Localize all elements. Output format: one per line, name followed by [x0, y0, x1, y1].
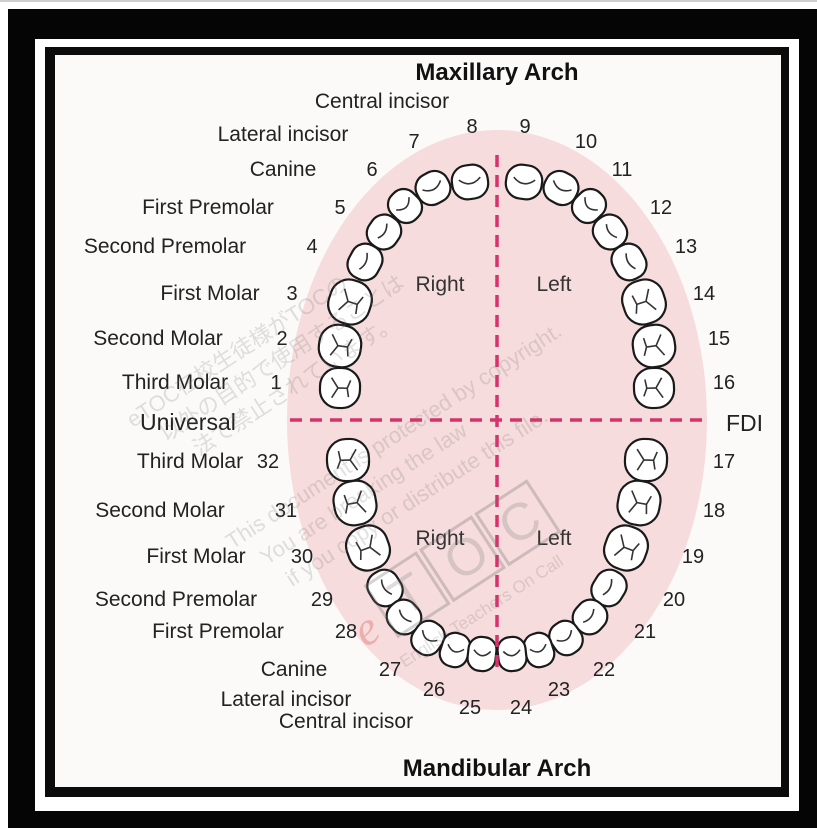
lower-tooth-label: First Premolar [152, 620, 284, 643]
lower-left-tooth-number: 22 [593, 659, 615, 681]
upper-left-label: Left [536, 273, 571, 296]
upper-left-tooth-number: 14 [693, 283, 715, 305]
lower-tooth-label: Central incisor [279, 710, 413, 733]
lower-left-tooth-number: 18 [703, 500, 725, 522]
upper-right-tooth-number: 8 [466, 116, 477, 138]
mandibular-arch-title: Mandibular Arch [403, 755, 591, 782]
upper-left-tooth-number: 12 [650, 197, 672, 219]
upper-left-tooth-number: 9 [519, 116, 530, 138]
upper-tooth-label: Second Premolar [84, 235, 246, 258]
upper-left-tooth-number: 13 [675, 236, 697, 258]
upper-left-tooth-number: 10 [575, 131, 597, 153]
upper-tooth-label: Canine [250, 158, 317, 181]
lower-tooth-label: Second Molar [95, 499, 225, 522]
lower-right-tooth-number: 32 [257, 451, 279, 473]
upper-tooth-label: Second Molar [93, 327, 223, 350]
upper-tooth-label: Central incisor [315, 90, 449, 113]
upper-left-tooth [633, 367, 674, 408]
lower-right-tooth-number: 27 [379, 659, 401, 681]
upper-right-tooth-number: 4 [306, 236, 317, 258]
lower-left-tooth-number: 20 [663, 589, 685, 611]
upper-left-tooth-number: 16 [713, 372, 735, 394]
lower-left-tooth [624, 438, 667, 481]
lower-left-tooth-number: 17 [713, 451, 735, 473]
lower-left-tooth-number: 24 [510, 697, 532, 719]
upper-left-tooth-number: 15 [708, 328, 730, 350]
lower-tooth-label: Lateral incisor [221, 688, 352, 711]
upper-left-tooth-number: 11 [612, 159, 633, 181]
fdi-system-label: FDI [726, 410, 763, 436]
upper-right-tooth-number: 5 [334, 197, 345, 219]
lower-left-tooth-number: 23 [548, 679, 570, 701]
lower-left-tooth [496, 636, 527, 673]
upper-right-label: Right [415, 273, 464, 296]
lower-tooth-label: Canine [261, 658, 328, 681]
upper-tooth-label: Lateral incisor [218, 123, 349, 146]
lower-left-tooth-number: 19 [682, 546, 704, 568]
lower-left-tooth-number: 21 [634, 621, 656, 643]
lower-tooth-label: Third Molar [137, 450, 243, 473]
upper-tooth-label: First Molar [160, 282, 259, 305]
upper-right-tooth-number: 6 [366, 159, 377, 181]
lower-right-tooth-number: 26 [423, 679, 445, 701]
upper-tooth-label: First Premolar [142, 196, 274, 219]
lower-tooth-label: Second Premolar [95, 588, 257, 611]
lower-right-tooth [466, 636, 497, 673]
lower-right-tooth-number: 29 [311, 589, 333, 611]
upper-right-tooth-number: 7 [408, 131, 419, 153]
maxillary-arch-title: Maxillary Arch [415, 59, 578, 86]
lower-right-tooth-number: 25 [459, 697, 481, 719]
